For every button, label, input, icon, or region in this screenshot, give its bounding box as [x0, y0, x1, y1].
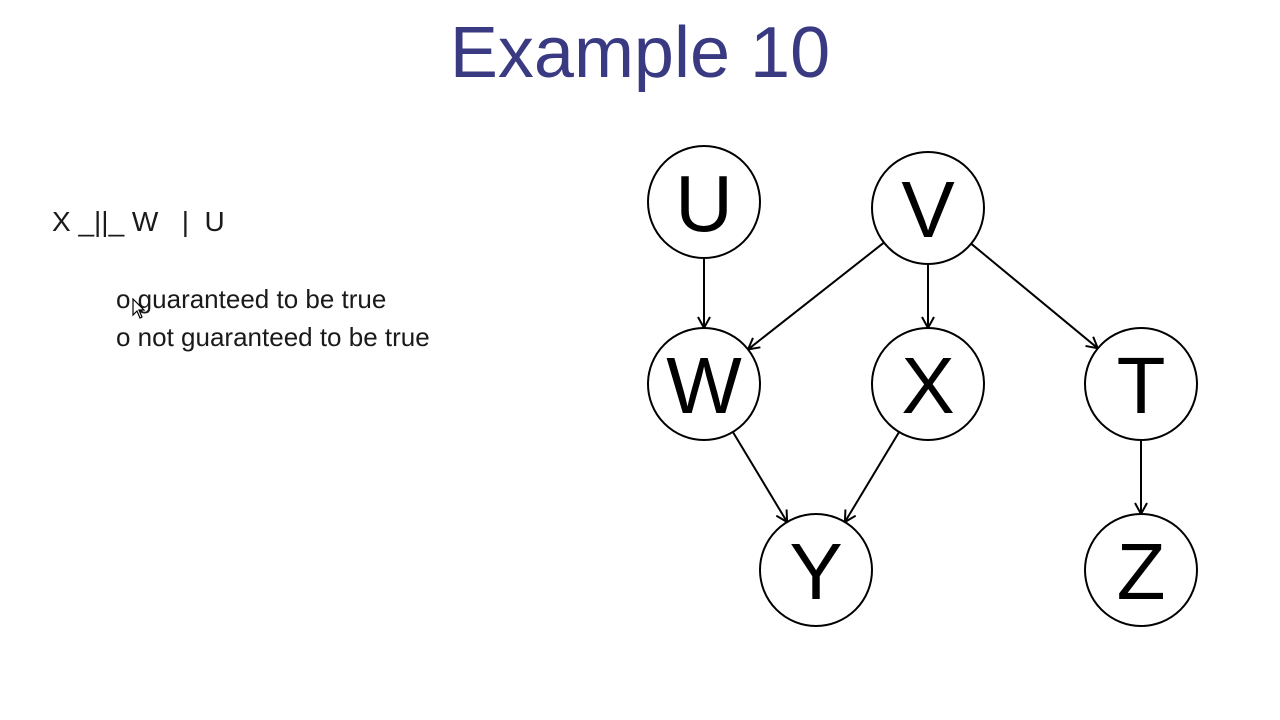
answer-options: o guaranteed to be true o not guaranteed…: [116, 281, 430, 357]
node-v: V: [871, 151, 985, 265]
node-circle: [871, 151, 985, 265]
node-label: Z: [1117, 527, 1166, 616]
node-label: Y: [789, 527, 842, 616]
node-u: U: [647, 145, 761, 259]
node-x: X: [871, 327, 985, 441]
node-circle: [1084, 513, 1198, 627]
node-circle: [871, 327, 985, 441]
edge-v-w: [749, 241, 885, 349]
node-t: T: [1084, 327, 1198, 441]
option-guaranteed[interactable]: o guaranteed to be true: [116, 284, 387, 314]
option-not-guaranteed[interactable]: o not guaranteed to be true: [116, 322, 430, 352]
node-label: U: [675, 159, 733, 248]
node-label: W: [666, 341, 742, 430]
node-label: V: [901, 165, 955, 254]
node-label: X: [901, 341, 954, 430]
node-label: T: [1117, 341, 1166, 430]
node-y: Y: [759, 513, 873, 627]
mouse-cursor-icon: [132, 298, 146, 319]
slide-title: Example 10: [449, 13, 831, 93]
node-circle: [647, 145, 761, 259]
edge-v-t: [970, 242, 1097, 348]
node-circle: [647, 327, 761, 441]
edge-w-y: [732, 431, 787, 521]
node-w: W: [647, 327, 761, 441]
node-circle: [759, 513, 873, 627]
independence-statement: X _||_ W | U: [52, 206, 225, 237]
node-circle: [1084, 327, 1198, 441]
node-z: Z: [1084, 513, 1198, 627]
edge-x-y: [845, 431, 900, 521]
